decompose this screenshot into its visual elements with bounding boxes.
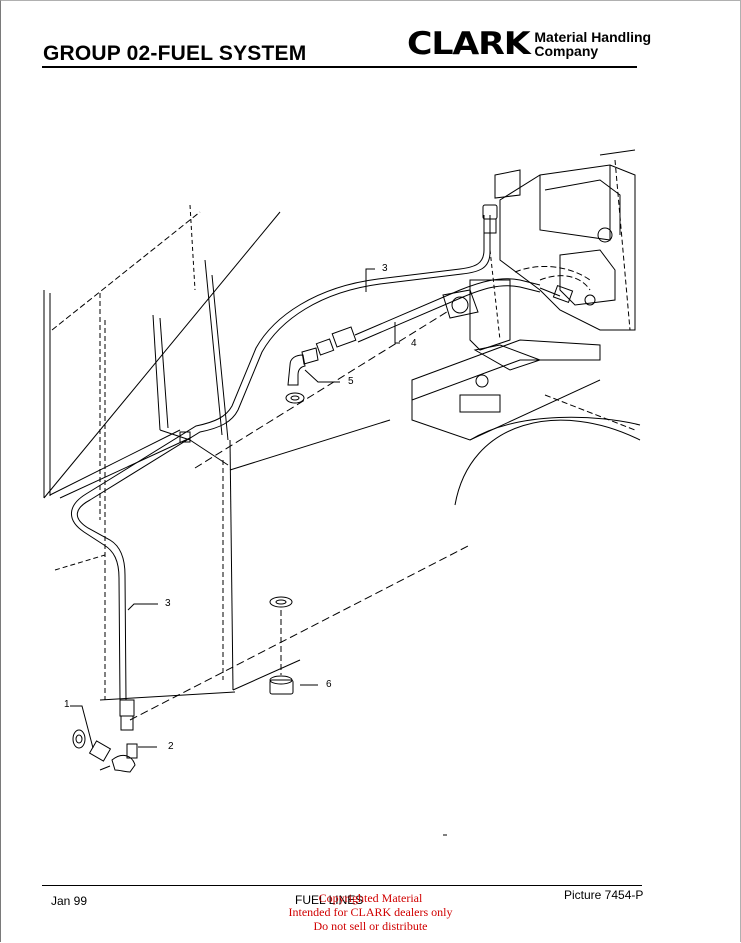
clark-logo: CLARK Material Handling Company bbox=[407, 28, 651, 62]
footer-picture-number: Picture 7454-P bbox=[564, 888, 644, 902]
frame-rail bbox=[411, 339, 641, 506]
fuel-line-3 bbox=[71, 204, 498, 731]
callout-2: 2 bbox=[168, 741, 174, 752]
logo-line-2: Company bbox=[534, 43, 599, 59]
callout-1: 1 bbox=[64, 699, 70, 710]
watermark-line-1: Copyrighted Material bbox=[318, 891, 423, 905]
callout-3-upper: 3 bbox=[382, 263, 388, 274]
logo-line-1: Material Handling bbox=[534, 29, 652, 45]
callout-leaders bbox=[70, 268, 400, 749]
callout-3-lower: 3 bbox=[165, 598, 171, 609]
logo-company-name: Material Handling Company bbox=[534, 28, 651, 58]
engine-block bbox=[442, 149, 636, 351]
footer-date: Jan 99 bbox=[51, 894, 88, 908]
elbow-fitting-5 bbox=[285, 347, 319, 404]
logo-mark: CLARK bbox=[407, 26, 531, 62]
callout-5: 5 bbox=[348, 376, 354, 387]
drain-plug-6 bbox=[269, 596, 294, 695]
callout-4: 4 bbox=[411, 338, 417, 349]
footer-divider bbox=[42, 885, 642, 886]
fuel-line-4 bbox=[315, 265, 591, 356]
watermark-line-2: Intended for CLARK dealers only bbox=[288, 905, 453, 919]
page-title: GROUP 02-FUEL SYSTEM bbox=[43, 42, 307, 65]
bottom-fittings bbox=[72, 729, 138, 773]
footer-section-title: FUEL LINES bbox=[295, 893, 364, 907]
header-divider bbox=[42, 66, 637, 68]
callout-6: 6 bbox=[326, 679, 332, 690]
body-panel-outline bbox=[43, 204, 471, 836]
watermark-line-3: Do not sell or distribute bbox=[313, 919, 428, 933]
